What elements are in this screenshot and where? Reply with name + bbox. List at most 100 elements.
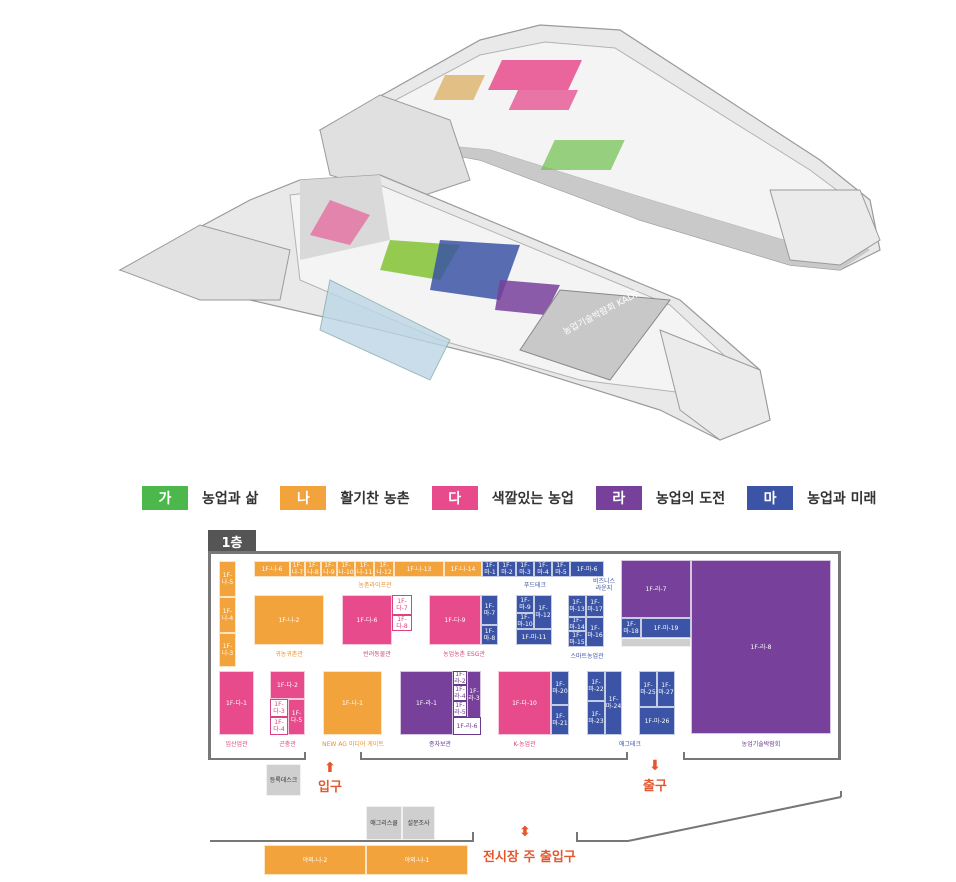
booth[interactable]: 1F-다-1	[219, 671, 254, 735]
legend-badge: 마	[747, 486, 794, 510]
booth[interactable]: 1F-다-7	[392, 595, 412, 615]
zone-label: 푸드테크	[523, 582, 547, 589]
booth[interactable]: 1F-나-14	[444, 561, 482, 577]
booth[interactable]: 1F-나-6	[254, 561, 290, 577]
floor-plan-frame	[208, 551, 841, 760]
booth[interactable]: 1F-마-25	[639, 671, 657, 707]
booth[interactable]: 야외-나-1	[366, 845, 468, 875]
wall-segment	[360, 758, 628, 760]
wall-segment	[208, 758, 304, 760]
zone-label: 반려동물관	[363, 651, 391, 658]
booth[interactable]: 1F-마-26	[639, 707, 675, 735]
booth[interactable]: 1F-마-23	[587, 701, 605, 735]
booth[interactable]: 1F-마-2	[498, 561, 516, 577]
booth[interactable]: 1F-마-1	[482, 561, 498, 577]
booth[interactable]: 1F-다-9	[429, 595, 481, 645]
wall-segment	[472, 832, 474, 842]
booth[interactable]: 1F-라-5	[453, 701, 467, 717]
wall-segment	[576, 840, 628, 842]
booth[interactable]: 1F-나-4	[219, 597, 236, 633]
legend-item: 가 농업과 삶	[142, 486, 258, 510]
booth[interactable]: 1F-마-15	[568, 631, 586, 647]
booth[interactable]: 1F-나-8	[305, 561, 321, 577]
booth[interactable]: 1F-나-11	[355, 561, 374, 577]
booth[interactable]: 1F-마-6	[570, 561, 604, 577]
booth[interactable]: 1F-라-3	[467, 671, 481, 719]
booth[interactable]: 1F-마-10	[516, 613, 534, 629]
legend-label: 농업과 삶	[202, 491, 259, 507]
booth[interactable]: 1F-마-27	[657, 671, 675, 707]
legend-badge: 가	[142, 486, 188, 510]
legend-badge: 라	[595, 486, 642, 510]
booth[interactable]: 1F-라-7	[621, 560, 691, 618]
exhibition-hall-3d-render: 농업기술박람회 KADE	[118, 24, 881, 441]
booth[interactable]: 1F-다-2	[270, 671, 305, 699]
booth[interactable]: 1F-라-2	[453, 671, 467, 685]
floor-tab[interactable]: 1층	[208, 530, 256, 552]
entrance-label: 입구	[318, 780, 342, 795]
booth[interactable]: 1F-마-5	[552, 561, 570, 577]
booth[interactable]: 1F-마-16	[586, 617, 604, 647]
booth[interactable]: 야외-나-2	[264, 845, 366, 875]
survey-booth[interactable]: 설문조사	[402, 806, 435, 840]
booth[interactable]: 1F-마-13	[568, 595, 586, 617]
booth[interactable]: 1F-나-12	[374, 561, 394, 577]
wall-segment	[210, 840, 472, 842]
exit-arrow-icon: ⬇	[649, 758, 661, 774]
booth[interactable]: 1F-나-10	[337, 561, 355, 577]
booth[interactable]: 1F-나-9	[321, 561, 337, 577]
booth[interactable]: 1F-라-4	[453, 685, 467, 701]
booth[interactable]: 1F-나-2	[254, 595, 324, 645]
booth[interactable]: 1F-마-9	[516, 595, 534, 613]
booth[interactable]: 1F-다-6	[342, 595, 392, 645]
zone-label: 농업기술박람회	[741, 741, 781, 748]
booth[interactable]: 1F-마-14	[568, 617, 586, 631]
booth[interactable]: 1F-나-1	[323, 671, 382, 735]
booth[interactable]: 1F-마-7	[481, 595, 498, 625]
registration-desk[interactable]: 등록데스크	[266, 764, 301, 796]
booth[interactable]: 1F-라-8	[691, 560, 831, 734]
booth[interactable]: 1F-다-3	[270, 699, 288, 717]
booth[interactable]: 1F-마-21	[551, 705, 569, 735]
booth[interactable]: 1F-나-5	[219, 561, 236, 597]
booth[interactable]: 1F-마-12	[534, 595, 552, 629]
wall-segment	[626, 752, 628, 760]
wall-segment	[683, 752, 685, 760]
booth[interactable]: 1F-다-5	[288, 699, 305, 735]
main-entrance-arrow-icon: ⬍	[519, 824, 531, 840]
booth[interactable]: 1F-마-24	[605, 671, 622, 735]
zone-label: 농촌라이프관	[358, 582, 392, 589]
entrance-arrow-icon: ⬆	[324, 760, 336, 776]
wall-segment	[304, 752, 306, 760]
zone-label: 귀농귀촌관	[275, 651, 303, 658]
booth[interactable]: 1F-나-3	[219, 633, 236, 667]
agrismart-booth[interactable]: 애그리스쿨	[366, 806, 402, 840]
booth[interactable]: 1F-마-20	[551, 671, 569, 705]
booth[interactable]: 1F-마-4	[534, 561, 552, 577]
zone-label: 애그테크	[618, 741, 642, 748]
legend-item: 마 농업과 미래	[747, 486, 876, 510]
zone-label: 종자보관	[428, 741, 452, 748]
booth[interactable]: 1F-마-8	[481, 625, 498, 645]
booth[interactable]: 1F-다-10	[498, 671, 551, 735]
booth[interactable]: 1F-나-13	[394, 561, 444, 577]
booth[interactable]: 1F-마-17	[586, 595, 604, 617]
booth[interactable]: 1F-마-3	[516, 561, 534, 577]
booth[interactable]: 1F-다-4	[270, 717, 288, 735]
booth[interactable]: 1F-마-11	[516, 629, 552, 645]
booth[interactable]: 1F-나-7	[290, 561, 305, 577]
booth[interactable]: 1F-마-22	[587, 671, 605, 701]
booth[interactable]: 1F-라-6	[453, 717, 481, 735]
booth[interactable]: 1F-다-8	[392, 615, 412, 631]
zone-label: NEW AG 미디어 게이트	[322, 741, 384, 748]
main-entrance-label: 전시장 주 출입구	[483, 850, 576, 865]
wall-segment	[576, 832, 578, 842]
lower-floor-model: 농업기술박람회 KADE	[118, 174, 771, 441]
legend-label: 농업과 미래	[807, 491, 877, 507]
booth[interactable]: 1F-마-18	[621, 618, 641, 638]
booth[interactable]: 1F-라-1	[400, 671, 453, 735]
booth[interactable]: 1F-마-19	[641, 618, 691, 638]
legend-label: 활기찬 농촌	[340, 491, 410, 507]
